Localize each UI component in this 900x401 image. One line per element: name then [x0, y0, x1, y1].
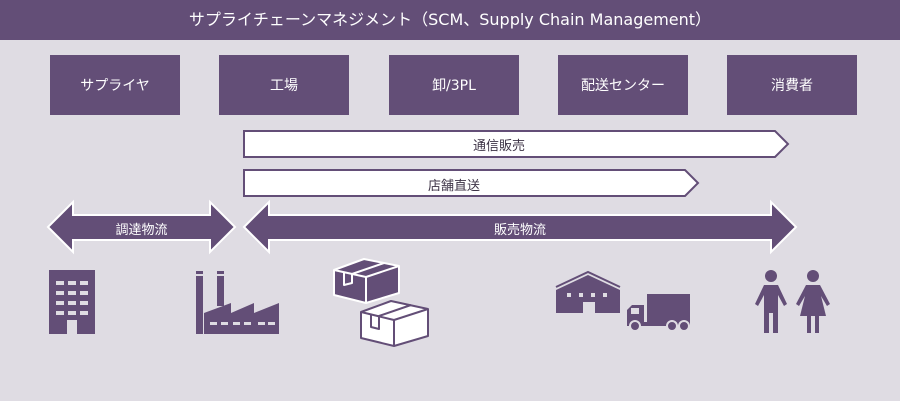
sales-logistics-label: 販売物流 [493, 223, 546, 238]
warehouse-icon [555, 270, 621, 313]
office-building-icon [49, 270, 95, 334]
delivery-truck-icon [627, 294, 690, 332]
man-icon [755, 270, 787, 333]
store-direct-label: 店舗直送 [427, 179, 480, 194]
store-direct-arrow [243, 169, 700, 197]
diagram-title: サプライチェーンマネジメント（SCM、Supply Chain Manageme… [0, 0, 900, 40]
stage-distribution-center: 配送センター [558, 55, 688, 115]
stage-consumer: 消費者 [727, 55, 857, 115]
mail-order-arrow [243, 130, 790, 158]
factory-icon [196, 271, 279, 334]
stage-supplier: サプライヤ [50, 55, 180, 115]
sales-logistics-arrow [242, 199, 798, 255]
mail-order-label: 通信販売 [472, 139, 525, 154]
procurement-logistics-label: 調達物流 [115, 223, 168, 238]
cardboard-boxes-icon [333, 258, 429, 347]
woman-icon [796, 270, 830, 333]
procurement-logistics-arrow [46, 199, 237, 255]
stage-wholesale: 卸/3PL [389, 55, 519, 115]
stage-factory: 工場 [219, 55, 349, 115]
